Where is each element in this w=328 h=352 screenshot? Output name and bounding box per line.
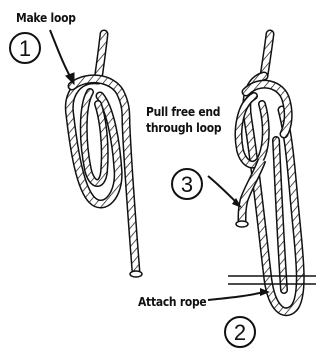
pull-free-end-arrow: [208, 176, 238, 204]
step-2-number: 2: [226, 318, 254, 346]
step3-rope: [236, 34, 300, 312]
step-1-badge: 1: [9, 32, 41, 64]
attach-rope-label: Attach rope: [138, 294, 206, 309]
make-loop-arrow: [50, 30, 72, 80]
step-3-number: 3: [173, 170, 201, 198]
step1-rope: [69, 34, 142, 277]
step-3-badge: 3: [171, 168, 203, 200]
pull-free-end-label-line1: Pull free end: [146, 104, 220, 119]
make-loop-label: Make loop: [16, 10, 76, 25]
step-1-number: 1: [11, 34, 39, 62]
attach-rope-arrow: [208, 292, 264, 300]
pull-free-end-label-line2: through loop: [146, 120, 221, 135]
step-2-badge: 2: [224, 316, 256, 348]
